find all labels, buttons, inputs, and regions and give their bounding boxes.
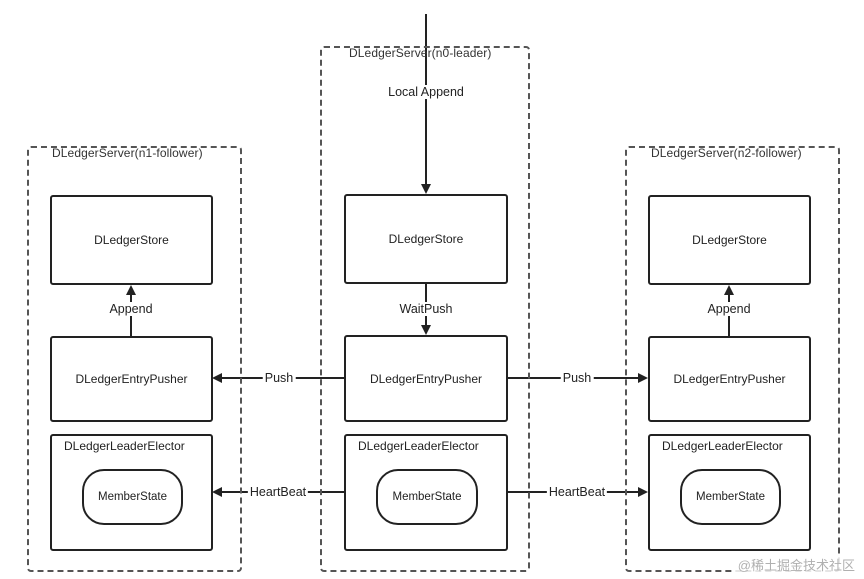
server-n0-label: DLedgerServer(n0-leader)	[349, 46, 492, 60]
n1-store-box: DLedgerStore	[50, 195, 213, 285]
n0-leader-elector-title: DLedgerLeaderElector	[358, 439, 479, 453]
n1-member-state: MemberState	[82, 469, 183, 525]
server-n2-follower	[625, 146, 840, 572]
append-right-label: Append	[705, 302, 753, 316]
wait-push-label: WaitPush	[397, 302, 455, 316]
heartbeat-left-label: HeartBeat	[247, 485, 309, 499]
local-append-label: Local Append	[386, 85, 466, 99]
server-n1-follower	[27, 146, 242, 572]
push-right-label: Push	[560, 371, 594, 385]
n2-leader-elector-title: DLedgerLeaderElector	[662, 439, 783, 453]
n1-leader-elector-box: DLedgerLeaderElector	[50, 434, 213, 551]
append-left-label: Append	[107, 302, 155, 316]
server-n1-label: DLedgerServer(n1-follower)	[52, 146, 203, 160]
n2-entry-pusher-box: DLedgerEntryPusher	[648, 336, 811, 422]
n1-entry-pusher-box: DLedgerEntryPusher	[50, 336, 213, 422]
n0-member-state: MemberState	[376, 469, 478, 525]
n2-member-state: MemberState	[680, 469, 781, 525]
watermark: @稀土掘金技术社区	[734, 554, 858, 575]
heartbeat-right-label: HeartBeat	[546, 485, 608, 499]
n1-leader-elector-title: DLedgerLeaderElector	[64, 439, 185, 453]
server-n0-leader	[320, 46, 530, 572]
n0-store-box: DLedgerStore	[344, 194, 508, 284]
n0-entry-pusher-box: DLedgerEntryPusher	[344, 335, 508, 422]
push-left-label: Push	[262, 371, 296, 385]
server-n2-label: DLedgerServer(n2-follower)	[651, 146, 802, 160]
n2-store-box: DLedgerStore	[648, 195, 811, 285]
